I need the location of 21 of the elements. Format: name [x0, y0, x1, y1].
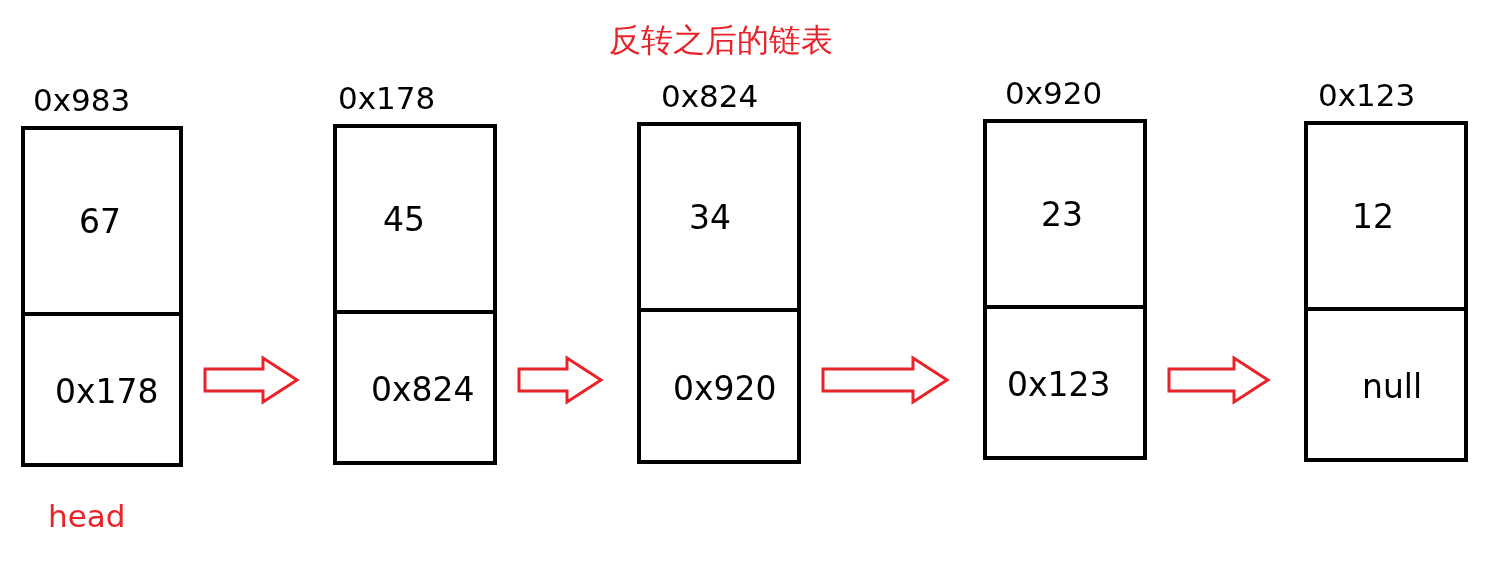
arrow	[821, 355, 950, 405]
address-label: 0x920	[1005, 75, 1103, 111]
pointer-cell-text: 0x123	[1006, 364, 1112, 406]
value-cell: 67	[25, 130, 179, 316]
value-cell: 12	[1308, 125, 1464, 311]
pointer-cell-text: 0x178	[54, 371, 160, 413]
value-cell: 45	[337, 128, 493, 314]
arrow	[1167, 355, 1271, 405]
address-label: 0x178	[338, 80, 436, 116]
address-label: 0x824	[661, 78, 759, 114]
value-cell: 34	[641, 126, 797, 312]
pointer-cell-text: null	[1361, 366, 1424, 408]
address-label: 0x983	[33, 82, 131, 118]
arrow	[203, 355, 300, 405]
pointer-cell-text: 0x920	[672, 367, 778, 410]
value-cell: 23	[987, 123, 1143, 309]
head-label: head	[48, 498, 126, 534]
arrow	[517, 355, 604, 405]
pointer-cell-text: 0x824	[370, 369, 476, 411]
address-label: 0x123	[1318, 77, 1416, 113]
title: 反转之后的链表	[608, 22, 834, 58]
